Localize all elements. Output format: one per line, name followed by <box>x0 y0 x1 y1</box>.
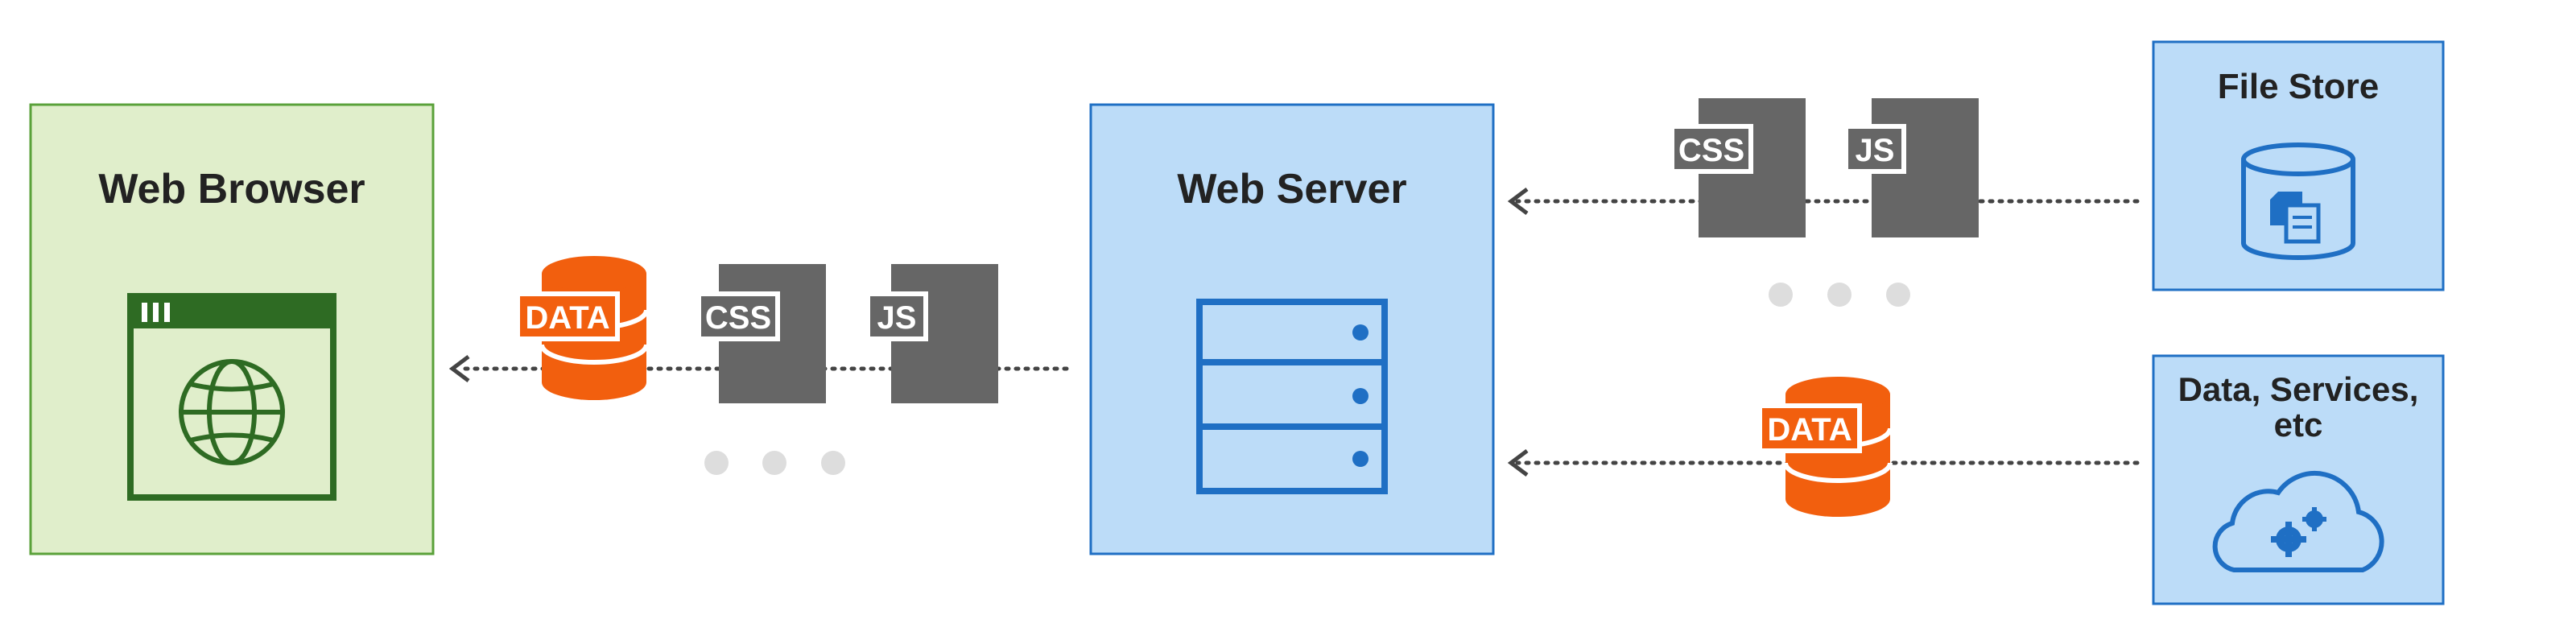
css-label-right: CSS <box>1678 133 1744 168</box>
more-dots-left <box>704 451 845 475</box>
data-label-left: DATA <box>525 300 609 336</box>
data-database-left <box>515 256 649 400</box>
js-file-right <box>1843 98 1979 237</box>
browser-window-icon <box>127 293 336 501</box>
css-label-left: CSS <box>705 300 771 336</box>
file-store-database-icon <box>2241 142 2355 260</box>
file-store-box <box>2152 40 2445 291</box>
css-file-right <box>1670 98 1806 237</box>
globe-icon <box>179 359 285 465</box>
web-server-box <box>1089 103 1495 555</box>
css-file-left <box>696 264 826 403</box>
data-services-title-line: etc <box>2274 406 2323 444</box>
file-store-title: File Store <box>2218 67 2380 106</box>
more-dots-right <box>1769 283 1910 307</box>
data-services-box <box>2152 354 2445 605</box>
arrowhead-server-top <box>1507 188 1529 215</box>
data-services-title: Data, Services,etc <box>2178 370 2419 444</box>
cloud-icon <box>2212 470 2384 572</box>
web-browser-title: Web Browser <box>98 166 365 213</box>
js-label-right: JS <box>1856 133 1895 168</box>
web-browser-box <box>29 103 435 555</box>
js-label-left: JS <box>877 300 917 336</box>
web-server-title: Web Server <box>1177 166 1406 213</box>
document-copy-icon <box>2270 192 2321 244</box>
server-rack-icon <box>1196 299 1388 494</box>
arrowhead-server-bottom <box>1507 449 1529 477</box>
js-file-left <box>865 264 998 403</box>
data-services-title-line: Data, Services, <box>2178 370 2419 408</box>
gears-icon <box>2271 507 2326 557</box>
data-database-right <box>1757 377 1893 517</box>
data-label-right: DATA <box>1767 412 1852 448</box>
arrowhead-browser <box>448 355 470 382</box>
